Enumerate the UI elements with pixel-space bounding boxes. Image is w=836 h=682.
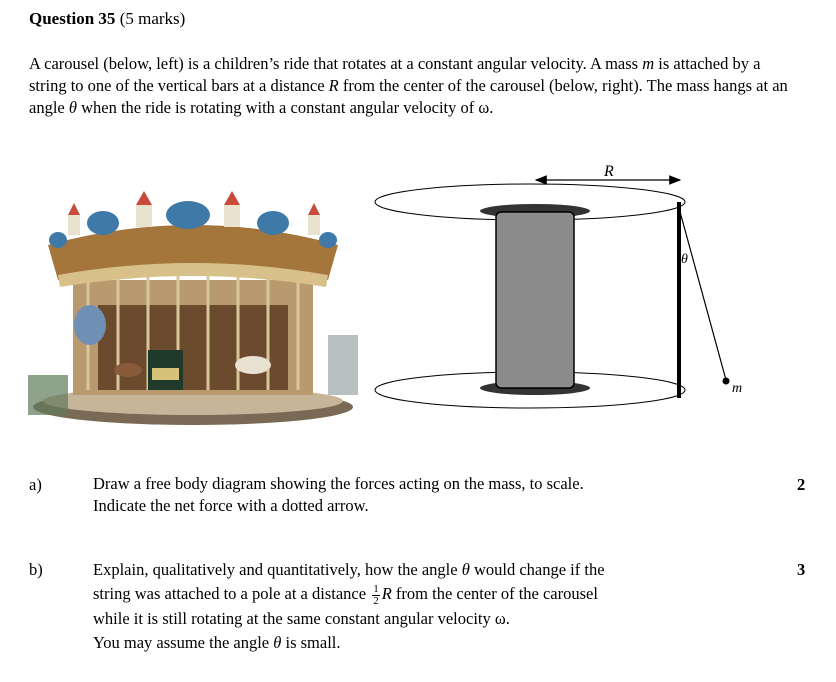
part-a-label: a) [29, 475, 42, 494]
label-theta: θ [681, 252, 688, 267]
intro-text-2: is attached by a string to one of the ve… [29, 54, 761, 95]
part-b-text-2a: string was attached to a pole at a dista… [93, 584, 371, 603]
part-b-text-2b: from the center of the carousel [391, 584, 598, 603]
part-a-line1: Draw a free body diagram showing the for… [93, 474, 584, 493]
intro-text-4: when the ride is rotating with a constan… [76, 98, 494, 117]
symbol-R: R [381, 584, 392, 603]
mass [722, 377, 730, 385]
part-b-label: b) [29, 560, 43, 579]
part-b-marks: 3 [797, 560, 806, 579]
part-b-text-4b: is small. [281, 632, 341, 652]
question-number: Question 35 [29, 9, 116, 28]
part-a-text: Draw a free body diagram showing the for… [93, 473, 753, 517]
symbol-theta: θ [68, 98, 77, 117]
symbol-R: R [328, 76, 339, 95]
symbol-theta: θ [461, 560, 470, 579]
label-R: R [603, 163, 614, 180]
intro-text-3: from the center of the carousel (below, … [29, 76, 788, 117]
part-b-line1: Explain, qualitatively and quantitativel… [93, 558, 773, 582]
part-a-line2: Indicate the net force with a dotted arr… [93, 496, 369, 515]
part-b-text-1a: Explain, qualitatively and quantitativel… [93, 560, 462, 579]
symbol-theta: θ [273, 632, 282, 652]
intro-text-1: A carousel (below, left) is a children’s… [29, 54, 643, 73]
part-b-line3: while it is still rotating at the same c… [93, 608, 510, 628]
part-b-text: Explain, qualitatively and quantitativel… [93, 558, 773, 655]
label-m: m [732, 381, 742, 396]
part-b-text-1b: would change if the [469, 560, 605, 579]
question-heading: Question 35 (5 marks) [29, 9, 185, 29]
part-b-line4: You may assume the angle θ is small. [93, 631, 773, 655]
fraction-denominator: 2 [373, 594, 379, 607]
fraction-numerator: 1 [372, 582, 380, 596]
part-a-marks: 2 [797, 475, 806, 494]
question-marks: (5 marks) [119, 9, 186, 28]
carousel-schematic: R θ m [374, 163, 742, 409]
string [678, 207, 727, 381]
part-b-text-4a: You may assume the angle [93, 632, 274, 652]
symbol-m: m [642, 54, 655, 73]
central-column [495, 211, 575, 389]
carousel-photo [28, 185, 358, 430]
question-intro: A carousel (below, left) is a children’s… [29, 53, 789, 119]
part-b-line2: string was attached to a pole at a dista… [93, 582, 773, 607]
